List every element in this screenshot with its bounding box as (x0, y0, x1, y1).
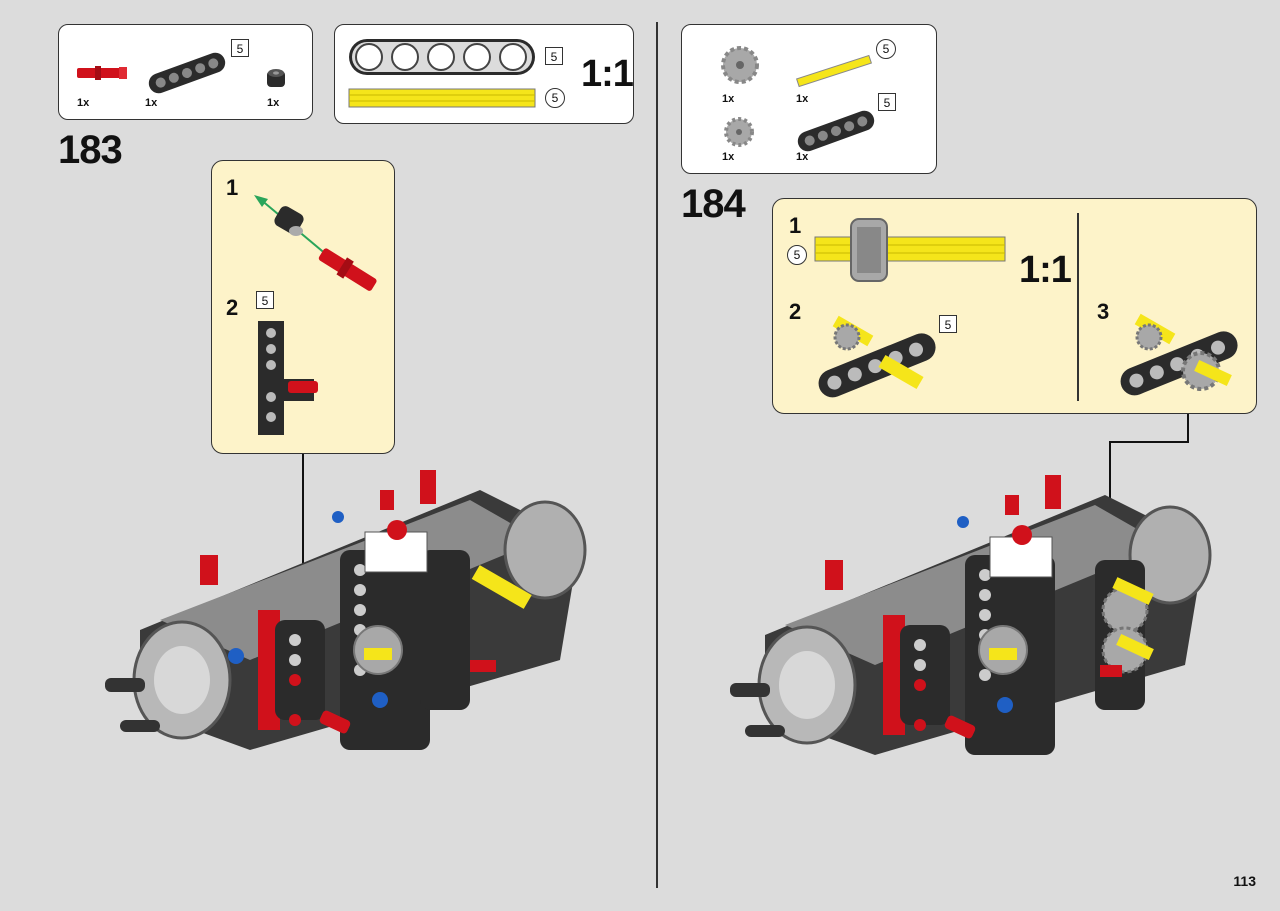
gearbox-assembly-183 (105, 470, 587, 750)
red-pin-icon (77, 66, 127, 80)
axle-size-label: 5 (876, 39, 896, 59)
beam-scale-icon (349, 39, 535, 75)
beam-with-gear-illustration (818, 315, 936, 398)
substep-number: 1 (789, 213, 802, 238)
part-qty: 1x (267, 97, 280, 109)
scale-label: 1:1 (581, 53, 634, 95)
callout-184: 1 5 1:1 2 5 3 (772, 198, 1257, 414)
page-number: 113 (1233, 873, 1256, 889)
beam-size-label: 5 (878, 93, 896, 111)
gear-large-icon (721, 46, 759, 84)
substep-separator (1077, 213, 1079, 401)
part-qty: 1x (722, 93, 735, 105)
beam-size-label: 5 (545, 47, 563, 65)
gear-on-axle-scale-illustration (814, 218, 1006, 282)
part-qty: 1x (722, 151, 735, 163)
substep-number: 3 (1097, 299, 1110, 324)
step-number: 183 (58, 128, 123, 172)
beam-size-label: 5 (231, 39, 249, 57)
substep-number: 2 (789, 299, 802, 324)
callout-183: 1 2 5 (211, 160, 395, 454)
substep-number: 1 (226, 175, 239, 200)
black-beam-icon (797, 110, 875, 152)
gearbox-assembly-184 (730, 475, 1212, 755)
beam-size-label: 5 (256, 291, 274, 309)
beam-size-label: 5 (939, 315, 957, 333)
axle-size-label: 5 (545, 88, 565, 108)
scale-reference-183: 5 5 1:1 (334, 24, 634, 124)
part-qty: 1x (77, 97, 90, 109)
parts-list-183: 1x 5 1x 1x (58, 24, 313, 120)
bush-icon (267, 69, 285, 87)
page-divider (656, 22, 658, 888)
scale-label: 1:1 (1019, 249, 1072, 291)
part-qty: 1x (796, 151, 809, 163)
part-qty: 1x (145, 97, 158, 109)
beam-with-two-gears-illustration (1120, 313, 1238, 396)
part-qty: 1x (796, 93, 809, 105)
bent-beam-illustration (258, 321, 318, 435)
insert-pin-into-bush-illustration (254, 195, 377, 291)
parts-list-184: 1x 5 1x 1x 5 1x (681, 24, 937, 174)
axle-size-label: 5 (787, 245, 807, 265)
yellow-axle-icon (795, 54, 873, 88)
yellow-axle-scale-icon (348, 88, 536, 108)
black-beam-icon (148, 52, 226, 94)
step-number: 184 (681, 182, 746, 226)
substep-number: 2 (226, 295, 239, 320)
gear-small-icon (724, 117, 754, 147)
